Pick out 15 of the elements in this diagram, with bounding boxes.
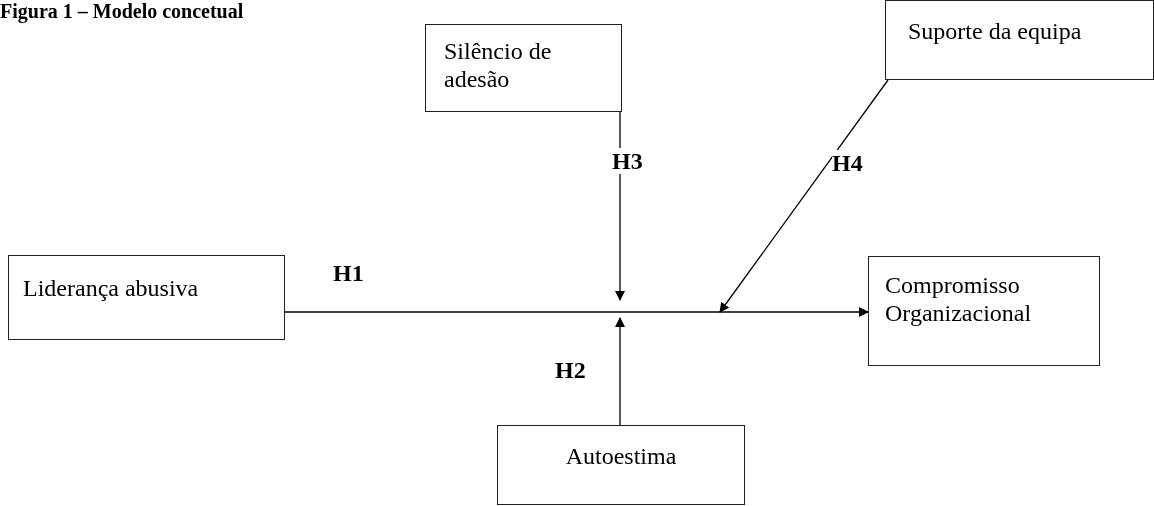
concept-box [425, 24, 622, 112]
concept-label: Suporte da equipa [908, 17, 1083, 45]
figure-title: Figura 1 – Modelo concetual [0, 0, 244, 22]
arrow [719, 79, 889, 313]
concept-label: Silêncio de adesão [444, 37, 553, 93]
concept-label: Autoestima [564, 442, 678, 470]
concept-box [8, 255, 285, 340]
concept-box [885, 0, 1154, 80]
concept-box [497, 425, 745, 505]
arrow [284, 307, 869, 317]
concept-box [868, 256, 1100, 366]
concept-label: Compromisso Organizacional [885, 271, 1033, 327]
concept-label: Liderança abusiva [23, 274, 200, 302]
arrow [615, 317, 625, 426]
hypothesis-label: H3 [612, 148, 643, 174]
